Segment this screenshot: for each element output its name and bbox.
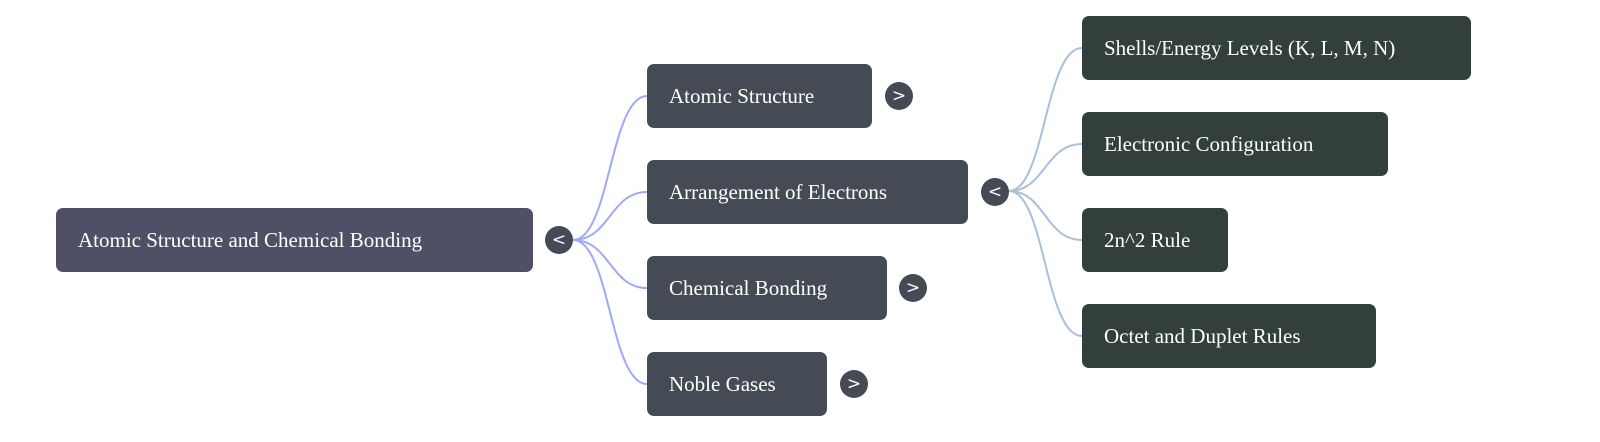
expand-toggle-chemical-bonding[interactable]: > (899, 274, 927, 302)
expand-toggle-noble-gases[interactable]: > (840, 370, 868, 398)
node-label: Chemical Bonding (669, 275, 828, 300)
collapse-toggle-root[interactable]: < (545, 226, 573, 254)
expand-toggle-atomic-structure[interactable]: > (885, 82, 913, 110)
edge-root-chemical-bonding (572, 239, 648, 289)
edge-root-arrangement (572, 191, 648, 241)
node-label: Shells/Energy Levels (K, L, M, N) (1104, 35, 1396, 60)
edge-root-noble-gases (572, 239, 648, 385)
root-node[interactable]: Atomic Structure and Chemical Bonding (56, 208, 533, 272)
node-electronic-configuration[interactable]: Electronic Configuration (1082, 112, 1388, 176)
node-label: 2n^2 Rule (1104, 227, 1191, 252)
node-2n2-rule[interactable]: 2n^2 Rule (1082, 208, 1228, 272)
edge-arrangement-octet (1008, 190, 1083, 337)
edge-arrangement-rule (1008, 190, 1083, 241)
collapse-toggle-arrangement[interactable]: < (981, 178, 1009, 206)
node-atomic-structure[interactable]: Atomic Structure (647, 64, 872, 128)
node-label: Noble Gases (669, 371, 776, 396)
node-label: Electronic Configuration (1104, 131, 1314, 156)
edge-arrangement-config (1008, 143, 1083, 192)
edge-root-atomic-structure (572, 95, 648, 241)
node-chemical-bonding[interactable]: Chemical Bonding (647, 256, 887, 320)
node-octet-duplet-rules[interactable]: Octet and Duplet Rules (1082, 304, 1376, 368)
edge-arrangement-shells (1008, 47, 1083, 192)
node-label: Octet and Duplet Rules (1104, 323, 1301, 348)
node-arrangement-of-electrons[interactable]: Arrangement of Electrons (647, 160, 968, 224)
node-label: Arrangement of Electrons (669, 179, 888, 204)
root-label: Atomic Structure and Chemical Bonding (78, 227, 423, 252)
node-shells-energy-levels[interactable]: Shells/Energy Levels (K, L, M, N) (1082, 16, 1471, 80)
node-noble-gases[interactable]: Noble Gases (647, 352, 827, 416)
node-label: Atomic Structure (669, 83, 815, 108)
